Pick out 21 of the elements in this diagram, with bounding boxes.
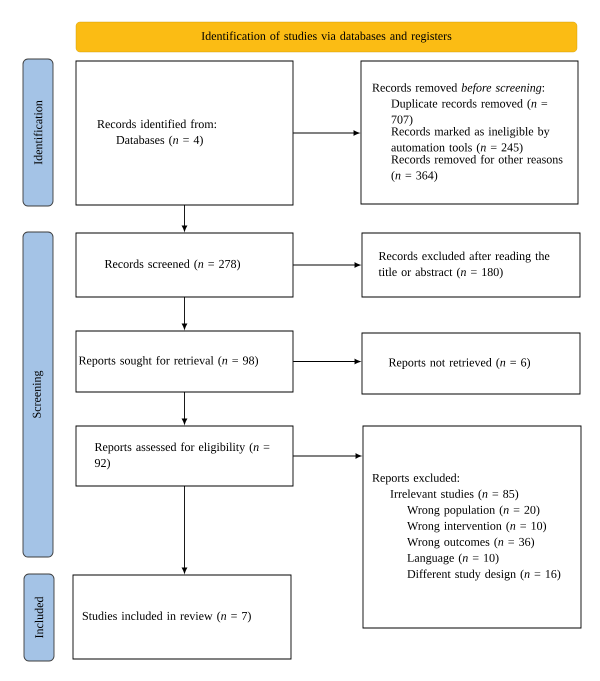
process-box: Reports sought for retrieval (n = 98) (76, 330, 294, 392)
process-box: Records excluded after reading the title or abstract (n = 180) (362, 232, 580, 298)
process-box: Reports assessed for eligibility (n = 92) (76, 426, 294, 486)
process-box: Reports excluded: Irrelevant studies (n = 85) Wrong population (n = 20) Wrong intervention (n = 10) Wrong outcomes (n = 36) Language (n = 10) Different study design (n = 16) (362, 426, 582, 628)
phase-band: Identification (22, 58, 54, 206)
arrow (293, 453, 362, 459)
arrow (293, 262, 360, 268)
process-box: Records identified from: Databases (n = 4) (76, 60, 294, 206)
process-box: Studies included in review (n = 7) (72, 574, 292, 660)
phase-band: Included (24, 574, 54, 662)
arrow (182, 297, 188, 330)
section-header: Identification of studies via databases and registers (76, 22, 578, 52)
arrow (293, 130, 360, 136)
arrow (182, 392, 188, 424)
process-box: Reports not retrieved (n = 6) (362, 332, 580, 394)
phase-band: Screening (22, 232, 54, 558)
arrow (182, 205, 188, 232)
process-box: Records screened (n = 278) (76, 232, 294, 298)
arrow (182, 486, 188, 574)
arrow (293, 358, 360, 364)
process-box: Records removed before screening: Duplicate records removed (n = 707) Records marked as ineligible by automation tools (n = 245) Records removed for other reasons (n = 364) (360, 60, 578, 204)
